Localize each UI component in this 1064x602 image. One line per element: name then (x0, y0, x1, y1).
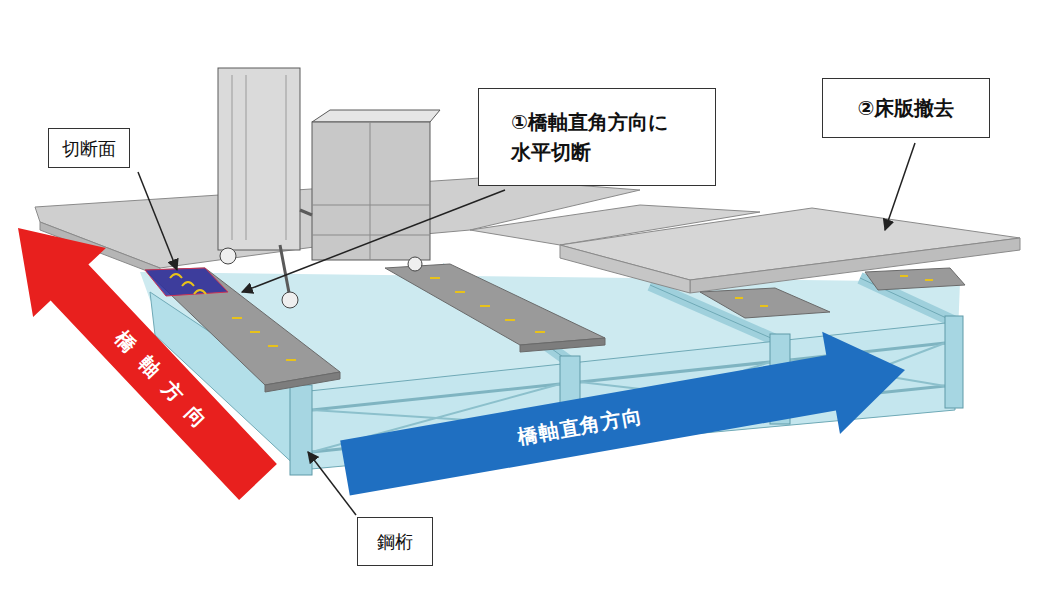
callout-text: ②床版撤去 (858, 93, 955, 123)
wheel (408, 257, 422, 271)
wheel (220, 248, 236, 264)
callout-box: 切断面 (48, 128, 130, 168)
callout-box: ①橋軸直角方向に 水平切断 (478, 88, 716, 186)
machine-box (312, 122, 430, 260)
bridge-axis-arrow (18, 228, 277, 500)
machine-frame (312, 122, 430, 260)
slab-strip-edge (265, 372, 340, 392)
slab-strip (385, 264, 605, 345)
slab-strip (865, 268, 965, 290)
anchor (170, 274, 933, 360)
callout-text: 切断面 (62, 135, 116, 162)
callout-text: 鋼桁 (377, 528, 413, 555)
leader-line (885, 143, 915, 230)
leader-line (308, 452, 356, 515)
removed-slab-edge (560, 245, 690, 293)
girder-post (945, 316, 963, 408)
girder-post (290, 385, 312, 475)
transverse-arrow (340, 332, 905, 496)
slab-strip-edge (520, 338, 605, 352)
wheel (282, 292, 298, 308)
machine-arm (280, 210, 312, 298)
leader-line (242, 190, 505, 292)
leader-line (138, 172, 177, 270)
callout-text: ①橋軸直角方向に 水平切断 (511, 107, 683, 167)
removed-slab-edge (690, 238, 1020, 293)
machine-top (312, 110, 440, 122)
slab-strip (700, 288, 830, 318)
machine-cabinet (218, 68, 300, 250)
callout-box: ②床版撤去 (822, 78, 990, 138)
callout-box: 鋼桁 (357, 517, 433, 566)
machine-panel-line (232, 75, 286, 240)
